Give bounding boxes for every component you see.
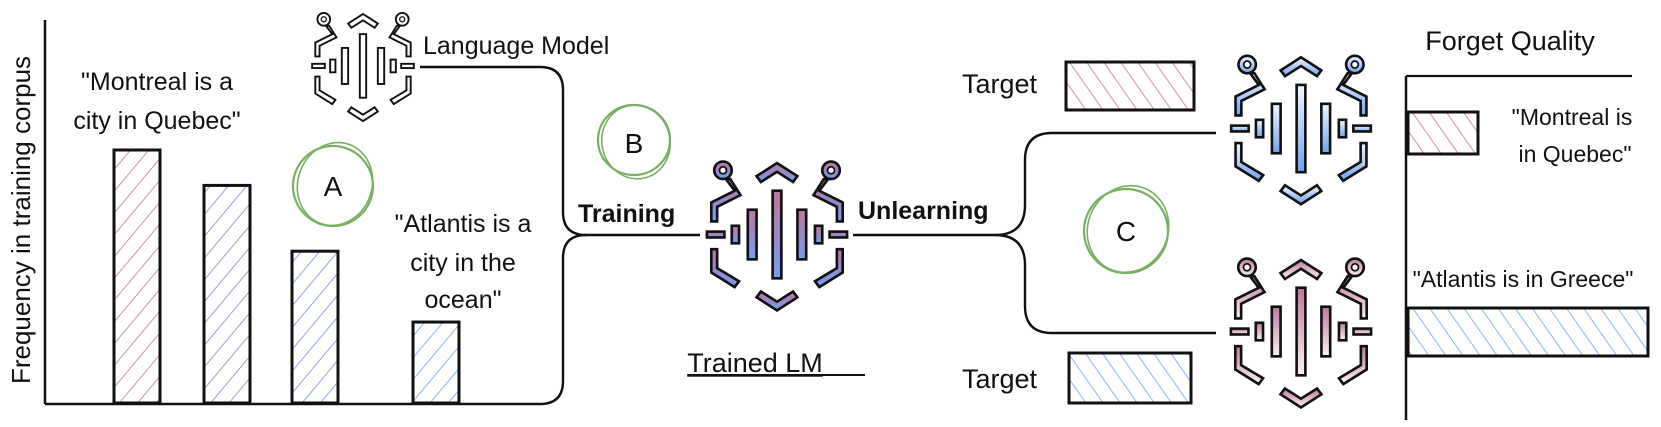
unlearning-label: Unlearning xyxy=(858,197,989,225)
left-chart: Frequency in training corpus "Montreal i… xyxy=(6,20,532,406)
target-top: Target xyxy=(962,60,1196,112)
unlearned-model-pink-icon xyxy=(1229,257,1373,409)
unlearned-model-blue-icon xyxy=(1229,54,1373,206)
forget-label-atlantis: "Atlantis is in Greece" xyxy=(1413,266,1634,292)
marker-c-label: C xyxy=(1116,216,1136,247)
annotation-atlantis-line2: city in the xyxy=(410,249,516,277)
marker-a-scribble xyxy=(296,141,374,227)
annotation-montreal-line1: "Montreal is a xyxy=(81,68,233,96)
forget-quality-bar-1 xyxy=(1406,110,1480,156)
marker-b-scribble xyxy=(600,104,672,180)
frequency-bar-1 xyxy=(112,148,162,405)
left-y-label: Frequency in training corpus xyxy=(6,56,36,384)
connector-corpus-to-training xyxy=(510,233,587,406)
connector-lm-to-training xyxy=(420,65,700,237)
forget-quality-bar-2 xyxy=(1406,306,1650,358)
trained-lm-label: Trained LM xyxy=(687,348,823,378)
connector-unlearning-top xyxy=(853,131,1216,237)
marker-b: B xyxy=(596,103,672,180)
training-label: Training xyxy=(578,200,675,228)
marker-c: C xyxy=(1082,184,1170,275)
annotation-montreal-line2: city in Quebec" xyxy=(73,107,240,135)
marker-b-label: B xyxy=(625,128,644,159)
connectors xyxy=(420,65,1216,406)
target-top-bar xyxy=(1064,60,1196,112)
language-model-icon xyxy=(311,11,415,123)
forget-quality-title: Forget Quality xyxy=(1425,26,1595,56)
connector-unlearning-bottom xyxy=(994,233,1216,335)
frequency-bar-4 xyxy=(411,320,461,405)
target-top-label: Target xyxy=(962,69,1038,99)
annotation-atlantis-line1: "Atlantis is a xyxy=(395,210,532,238)
forget-label-montreal-1: "Montreal is xyxy=(1512,104,1633,130)
marker-a-label: A xyxy=(324,171,343,202)
trained-lm-icon xyxy=(705,160,849,312)
target-bottom-bar xyxy=(1067,351,1193,405)
marker-c-scribble xyxy=(1086,184,1170,274)
target-bottom-label: Target xyxy=(962,364,1038,394)
language-model-label: Language Model xyxy=(423,32,609,60)
target-bottom: Target xyxy=(962,351,1193,405)
marker-a: A xyxy=(291,141,375,228)
forget-label-montreal-2: in Quebec" xyxy=(1518,141,1631,167)
forget-quality-chart: Forget Quality "Montreal is in Quebec" "… xyxy=(1404,26,1650,420)
annotation-atlantis-line3: ocean" xyxy=(425,286,502,314)
frequency-bar-2 xyxy=(202,183,252,405)
frequency-bar-3 xyxy=(290,249,340,405)
